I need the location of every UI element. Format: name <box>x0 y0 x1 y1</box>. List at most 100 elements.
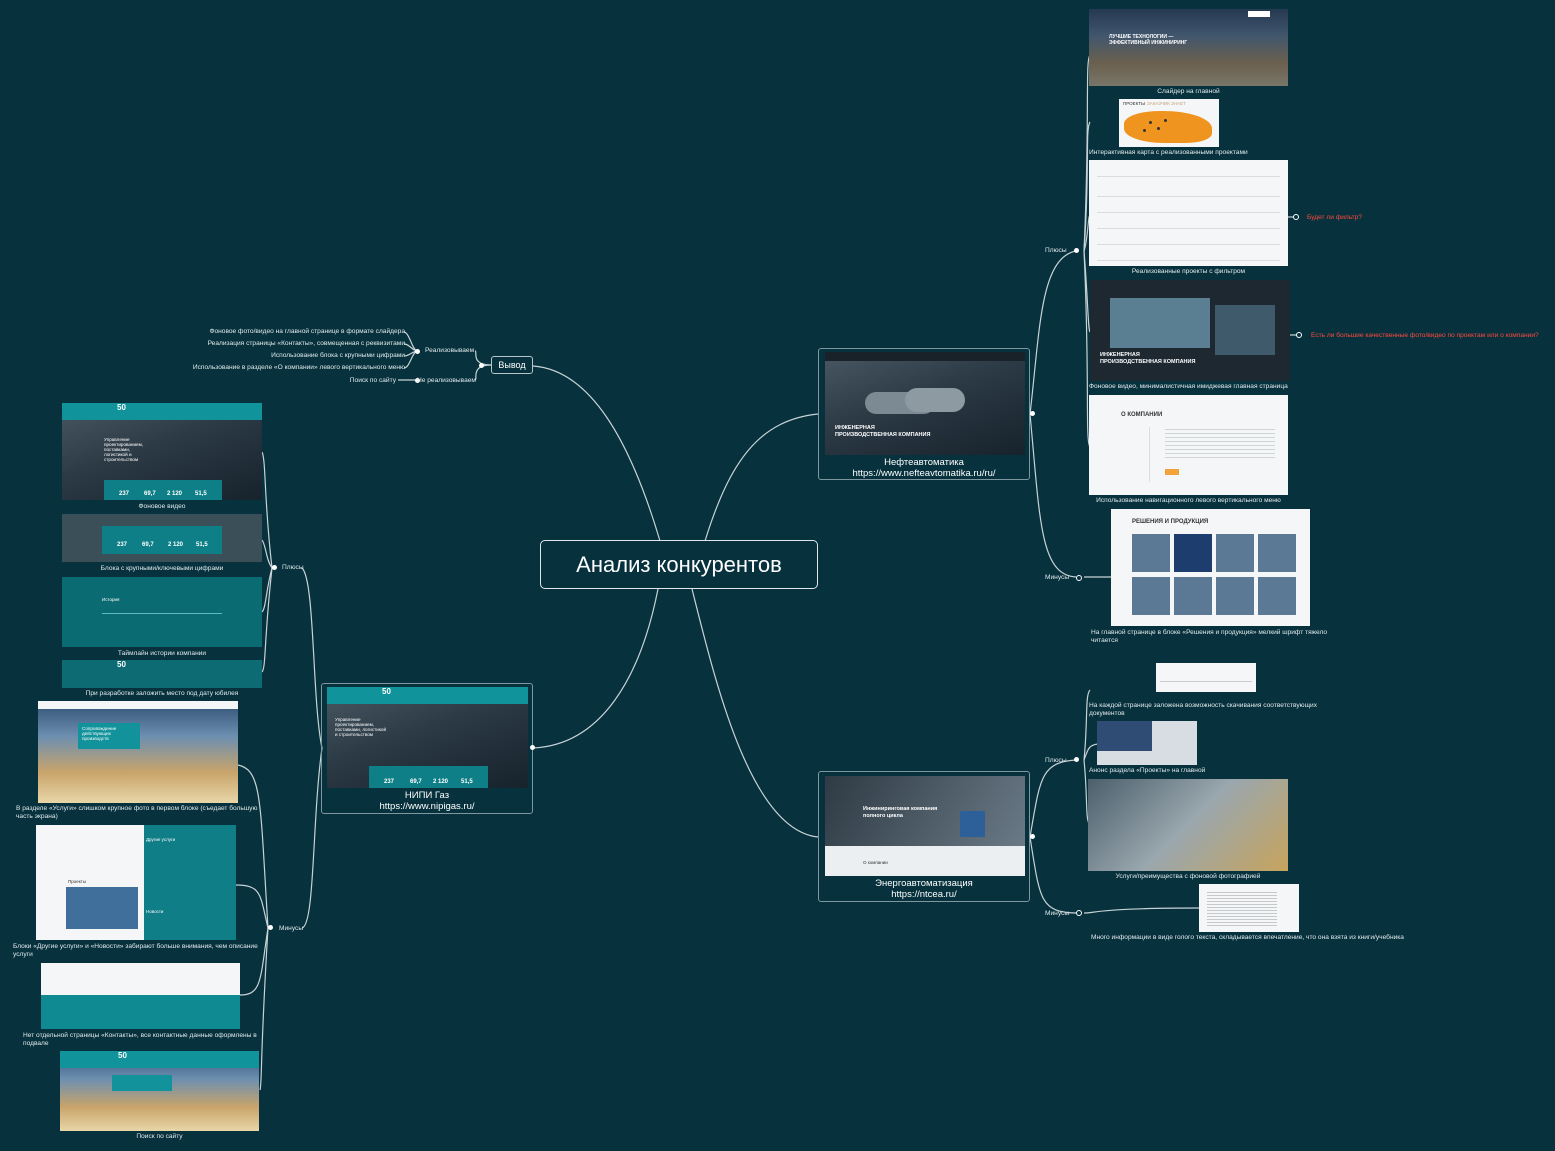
central-topic[interactable]: Анализ конкурентов <box>540 540 818 589</box>
energo-headline: Инжиниринговая компания полного цикла <box>863 806 943 819</box>
card-connector-dot <box>1030 411 1035 416</box>
documents-screenshot <box>1156 663 1256 692</box>
projects-filter-screenshot <box>1089 160 1288 266</box>
vyvod-node[interactable]: Вывод <box>491 356 533 374</box>
minus-item[interactable]: На главной странице в блоке «Решения и п… <box>1091 629 1331 645</box>
not-realized-item[interactable]: Поиск по сайту <box>350 377 396 385</box>
stat: 69,7 <box>410 779 422 785</box>
plus-item[interactable]: Реализованные проекты с фильтром <box>1089 268 1288 276</box>
about-title: О КОМПАНИИ <box>1121 413 1162 418</box>
solutions-title: РЕШЕНИЯ И ПРОДУКЦИЯ <box>1132 520 1208 525</box>
stat: 69,7 <box>142 542 154 548</box>
nipi-numbers-screenshot: 237 69,7 2 120 51,5 <box>62 514 262 562</box>
note-media[interactable]: Есть ли большие качественные фото/видео … <box>1311 332 1539 340</box>
logo-num: 50 <box>118 1053 127 1058</box>
plain-text-screenshot <box>1199 884 1299 932</box>
about-menu-screenshot: О КОМПАНИИ <box>1089 395 1288 495</box>
competitor-card-nefteavtomatika[interactable]: ИНЖЕНЕРНАЯ ПРОИЗВОДСТВЕННАЯ КОМПАНИЯ Неф… <box>818 348 1030 480</box>
minus-label[interactable]: Минусы <box>1045 910 1069 918</box>
plus-item[interactable]: Услуги/преимущества с фоновой фотографие… <box>1088 873 1288 881</box>
minus-connector-dot <box>268 925 273 930</box>
stat: 51,5 <box>461 779 473 785</box>
plus-label[interactable]: Плюсы <box>1045 247 1067 255</box>
minus-item[interactable]: Много информации в виде голого текста, с… <box>1091 934 1404 942</box>
stat: 51,5 <box>196 542 208 548</box>
projects: Проекты <box>68 879 86 884</box>
minus-item[interactable]: Поиск по сайту <box>60 1133 259 1141</box>
plus-item[interactable]: Слайдер на главной <box>1089 88 1288 96</box>
video-headline: ИНЖЕНЕРНАЯ ПРОИЗВОДСТВЕННАЯ КОМПАНИЯ <box>1100 352 1200 366</box>
nipi-search-screenshot: 50 <box>60 1051 259 1131</box>
minus-label[interactable]: Минусы <box>1045 574 1069 582</box>
minus-connector-ring <box>1076 910 1082 916</box>
solutions-screenshot: РЕШЕНИЯ И ПРОДУКЦИЯ <box>1111 509 1310 626</box>
competitor-url[interactable]: https://www.nefteavtomatika.ru/ru/ <box>819 468 1029 479</box>
slider-text: ЛУЧШИЕ ТЕХНОЛОГИИ — ЭФФЕКТИВНЫЙ ИНЖИНИРИ… <box>1109 34 1209 46</box>
nipi-services-screenshot: Сопровождение действующих производств <box>38 701 238 803</box>
plus-item[interactable]: Фоновое видео <box>62 503 262 511</box>
nipi-other-services-screenshot: Другие услуги Новости Проекты <box>36 825 236 940</box>
hero-text: Управление проектированием, поставками, … <box>335 717 387 737</box>
note-ring <box>1296 332 1302 338</box>
logo-num: 50 <box>117 662 126 667</box>
stat: 2 120 <box>433 779 448 785</box>
plus-item[interactable]: Интерактивная карта с реализованными про… <box>1089 149 1248 157</box>
thumb-headline: ИНЖЕНЕРНАЯ ПРОИЗВОДСТВЕННАЯ КОМПАНИЯ <box>835 425 935 439</box>
minus-item[interactable]: Блоки «Другие услуги» и «Новости» забира… <box>13 943 268 959</box>
plus-item[interactable]: Блока с крупными/ключевыми цифрами <box>62 565 262 573</box>
plus-item[interactable]: Таймлайн истории компании <box>62 650 262 658</box>
plus-item[interactable]: Фоновое видео, минималистичная имиджевая… <box>1089 383 1288 391</box>
realized-item[interactable]: Реализация страницы «Контакты», совмещен… <box>208 340 405 348</box>
nipi-contacts-screenshot <box>41 963 240 1029</box>
stat: 2 120 <box>167 491 182 497</box>
realized-item[interactable]: Использование блока с крупными цифрами <box>271 352 405 360</box>
stat: 69,7 <box>144 491 156 497</box>
competitor-name: НИПИ Газ <box>322 790 532 801</box>
minus-item[interactable]: Нет отдельной страницы «Контакты», все к… <box>23 1032 263 1048</box>
minus-label[interactable]: Минусы <box>279 925 303 933</box>
minus-item[interactable]: В разделе «Услуги» слишком крупное фото … <box>16 805 266 821</box>
plus-item[interactable]: При разработке заложить место под дату ю… <box>62 690 262 698</box>
stat: 2 120 <box>168 542 183 548</box>
competitor-card-nipigas[interactable]: 50 Управление проектированием, поставкам… <box>321 683 533 814</box>
plus-item[interactable]: Использование навигационного левого верт… <box>1089 497 1288 505</box>
note-ring <box>1293 214 1299 220</box>
stat: 237 <box>119 491 129 497</box>
map-tab: ПРОЕКТЫ <box>1123 101 1145 106</box>
note-filter[interactable]: Будет ли фильтр? <box>1307 214 1362 222</box>
plus-item[interactable]: Анонс раздела «Проекты» на главной <box>1089 767 1205 775</box>
not-realized-label[interactable]: Не реализовываем <box>417 377 476 385</box>
competitor-card-energoavtomatizatsiya[interactable]: Инжиниринговая компания полного цикла О … <box>818 771 1030 902</box>
realized-item[interactable]: Использование в разделе «О компании» лев… <box>193 364 405 372</box>
other-services: Другие услуги <box>146 837 175 842</box>
services-title: Сопровождение действующих производств <box>82 726 138 741</box>
minus-connector-ring <box>1076 575 1082 581</box>
map-screenshot: ПРОЕКТЫ ЗАКАЗЧИК ЗНАЕТ <box>1119 99 1219 147</box>
nipigas-screenshot: 50 Управление проектированием, поставкам… <box>327 687 528 788</box>
energo-screenshot: Инжиниринговая компания полного цикла О … <box>825 776 1025 876</box>
projects-announce-screenshot <box>1097 721 1197 765</box>
nipi-jubilee-screenshot: 50 <box>62 660 262 688</box>
realized-label[interactable]: Реализовываем <box>425 347 474 355</box>
realized-item[interactable]: Фоновое фото/видео на главной странице в… <box>209 328 405 336</box>
stat: 51,5 <box>195 491 207 497</box>
vyvod-connector-dot <box>479 363 484 368</box>
realized-connector-dot <box>415 349 420 354</box>
plus-label[interactable]: Плюсы <box>282 564 304 572</box>
news: Новости <box>146 909 163 914</box>
nefteavtomatika-screenshot: ИНЖЕНЕРНАЯ ПРОИЗВОДСТВЕННАЯ КОМПАНИЯ <box>825 352 1025 455</box>
plus-connector-dot <box>1074 757 1079 762</box>
competitor-url[interactable]: https://www.nipigas.ru/ <box>322 801 532 812</box>
logo-num: 50 <box>382 689 391 694</box>
plus-connector-dot <box>272 565 277 570</box>
plus-connector-dot <box>1074 248 1079 253</box>
card-connector-dot <box>1030 834 1035 839</box>
card-connector-dot <box>530 745 535 750</box>
competitor-url[interactable]: https://ntcea.ru/ <box>819 889 1029 900</box>
competitor-name: Энергоавтоматизация <box>819 878 1029 889</box>
plus-label[interactable]: Плюсы <box>1045 757 1067 765</box>
nipi-video-screenshot: 50 Управление проектированием, поставкам… <box>62 403 262 500</box>
video-screenshot: ИНЖЕНЕРНАЯ ПРОИЗВОДСТВЕННАЯ КОМПАНИЯ <box>1090 280 1290 381</box>
energo-about: О компании <box>863 860 888 865</box>
plus-item[interactable]: На каждой странице заложена возможность … <box>1089 702 1329 718</box>
